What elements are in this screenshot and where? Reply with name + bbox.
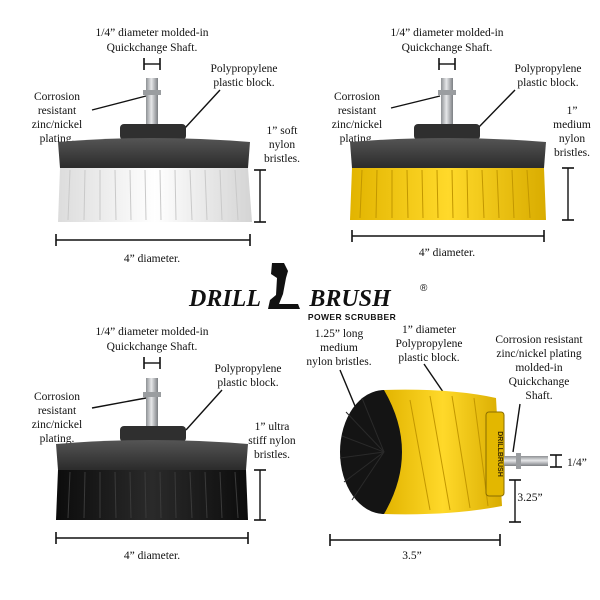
brand-logo: DRILL BRUSH ® POWER SCRUBBER — [188, 263, 428, 322]
diameter-label: 4” diameter. — [124, 253, 180, 265]
shaft-label-line-2: Quickchange Shaft. — [107, 42, 198, 54]
cylinder-block — [485, 411, 505, 497]
block-label-line-2: plastic block. — [217, 377, 278, 389]
hub — [120, 124, 186, 140]
bristle-label-line-4: bristles. — [554, 147, 590, 159]
bristles-black — [56, 470, 248, 520]
plastic-block — [56, 440, 248, 470]
plating-label-line-1: Corrosion — [34, 391, 80, 403]
bristle-label-line-1: 1” — [567, 105, 578, 117]
shaft-label-line-2: Quickchange Shaft. — [107, 341, 198, 353]
plating-label-line-1: Corrosion — [34, 91, 80, 103]
bristles-yellow — [350, 168, 546, 220]
bristle-label-line-3: bristles. — [264, 153, 300, 165]
plastic-block — [58, 138, 250, 168]
plastic-block — [350, 138, 546, 168]
hex-shaft — [504, 456, 548, 466]
height-label: 3.25” — [517, 492, 542, 504]
diameter-label: 4” diameter. — [124, 550, 180, 562]
plating-label-line-1: Corrosion — [334, 91, 380, 103]
registered-mark: ® — [420, 283, 428, 294]
plating-label-line-3: zinc/nickel — [32, 419, 82, 431]
drill-silhouette-icon — [268, 263, 300, 309]
bristle-label-line-3: bristles. — [254, 449, 290, 461]
plating-label-line-3: zinc/nickel — [332, 119, 382, 131]
shaft-dimension-label: 1/4” diameter molded-in Quickchange Shaf… — [95, 27, 209, 70]
hex-shaft — [441, 78, 453, 126]
plating-label-line-2: resistant — [38, 105, 77, 117]
bristle-label-line-1: 1” ultra — [255, 421, 290, 433]
hex-shaft — [146, 378, 158, 428]
cylinder-block-text: DRILLBRUSH — [496, 431, 503, 477]
hub — [414, 124, 480, 140]
block-label-line-2: Polypropylene — [395, 338, 462, 350]
block-label-line-1: Polypropylene — [210, 63, 277, 75]
shaft-label-line-2: Quickchange Shaft. — [402, 42, 493, 54]
bristle-label-line-3: nylon bristles. — [306, 356, 371, 368]
bristle-label-line-2: medium — [553, 119, 591, 131]
block-label-line-1: Polypropylene — [214, 363, 281, 375]
width-label: 3.5” — [402, 550, 421, 562]
block-label-line-1: 1” diameter — [402, 324, 456, 336]
plating-label-line-2: resistant — [338, 105, 377, 117]
shaft-label-line-3: molded-in — [515, 362, 563, 374]
hex-shaft — [146, 78, 158, 126]
hub — [120, 426, 186, 442]
shaft-width-label: 1/4” — [567, 457, 587, 469]
bristles-white — [58, 168, 252, 222]
bristle-label-line-2: stiff nylon — [248, 435, 296, 447]
shaft-label-line-4: Quickchange — [509, 376, 570, 388]
plating-label-line-2: resistant — [38, 405, 77, 417]
brush-cylinder: 1.25” long medium nylon bristles. 1” dia… — [306, 324, 586, 562]
block-label-line-3: plastic block. — [398, 352, 459, 364]
shaft-label-line-2: zinc/nickel plating — [496, 348, 582, 360]
bristle-label-line-2: medium — [320, 342, 358, 354]
shaft-label-line-1: Corrosion resistant — [495, 334, 583, 346]
bristle-label-line-3: nylon — [559, 133, 585, 145]
brush-medium-yellow: 1/4” diameter molded-in Quickchange Shaf… — [332, 27, 591, 259]
brush-soft-white: 1/4” diameter molded-in Quickchange Shaf… — [32, 27, 300, 265]
shaft-label-line-1: 1/4” diameter molded-in — [95, 27, 208, 39]
bristle-label-line-2: nylon — [269, 139, 295, 151]
shaft-label-line-5: Shaft. — [525, 390, 552, 402]
shaft-label-line-1: 1/4” diameter molded-in — [390, 27, 503, 39]
plating-label-line-4: plating. — [40, 433, 75, 445]
bristle-label-line-1: 1” soft — [267, 125, 299, 137]
block-label-line-2: plastic block. — [213, 77, 274, 89]
block-label-line-2: plastic block. — [517, 77, 578, 89]
brush-ultra-black: 1/4” diameter molded-in Quickchange Shaf… — [32, 326, 296, 562]
logo-word-1: DRILL — [188, 286, 261, 312]
bristle-label-line-1: 1.25” long — [315, 328, 364, 340]
logo-word-2: BRUSH — [308, 286, 392, 312]
logo-tagline: POWER SCRUBBER — [308, 312, 396, 322]
block-label-line-1: Polypropylene — [514, 63, 581, 75]
plating-label-line-3: zinc/nickel — [32, 119, 82, 131]
shaft-label-line-1: 1/4” diameter molded-in — [95, 326, 208, 338]
diameter-label: 4” diameter. — [419, 247, 475, 259]
